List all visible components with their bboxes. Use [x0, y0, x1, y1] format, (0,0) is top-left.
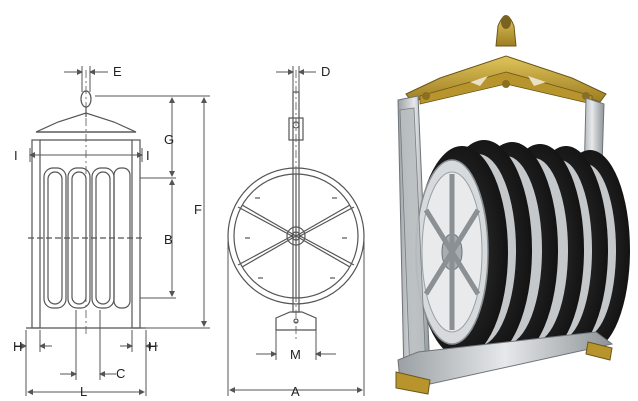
dimension-a [227, 236, 365, 396]
label-e: E [113, 64, 122, 79]
dimension-gbf [95, 95, 210, 329]
label-i-right: I [146, 148, 150, 163]
dimension-d [276, 66, 316, 92]
label-d: D [321, 64, 330, 79]
front-view-drawing [26, 70, 146, 335]
label-i-left: I [14, 148, 18, 163]
label-g: G [164, 132, 174, 147]
pulley-block-photo [395, 15, 630, 395]
label-a: A [291, 384, 300, 399]
side-view-drawing [227, 70, 365, 340]
sheave-stack [415, 140, 630, 360]
label-b: B [164, 232, 173, 247]
label-c: C [116, 366, 125, 381]
dimension-m [256, 330, 336, 360]
dimension-i [29, 148, 143, 162]
label-h-right: H [148, 339, 157, 354]
label-f: F [194, 202, 202, 217]
dimension-hcl [14, 310, 158, 396]
label-l: L [80, 384, 87, 399]
label-m: M [290, 347, 301, 362]
label-h-left: H [13, 339, 22, 354]
dimension-e [64, 66, 108, 92]
